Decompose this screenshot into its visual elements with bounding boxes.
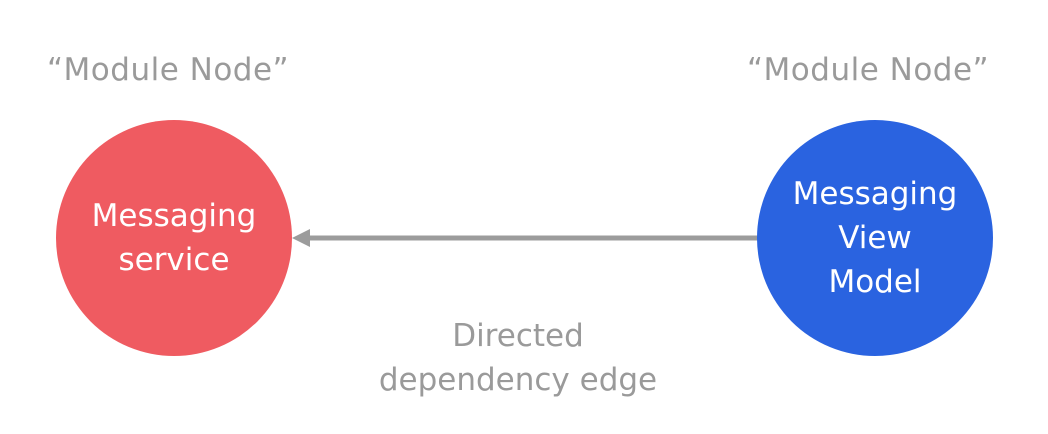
node-label-line: service (118, 242, 230, 278)
node-label-line: Messaging (91, 198, 257, 234)
node-label-line: Model (828, 264, 922, 300)
edge-arrowhead (292, 229, 310, 247)
edge-caption-line: Directed (452, 318, 584, 354)
edge-caption: Directed dependency edge (348, 314, 688, 402)
node-caption-right: “Module Node” (747, 52, 990, 88)
edge-caption-line: dependency edge (378, 362, 658, 398)
module-node-messaging-service[interactable]: Messaging service (56, 120, 292, 356)
node-label-line: Messaging (792, 176, 958, 212)
node-caption-left: “Module Node” (47, 52, 290, 88)
module-node-messaging-view-model[interactable]: Messaging View Model (757, 120, 993, 356)
node-label-line: View (838, 220, 912, 256)
